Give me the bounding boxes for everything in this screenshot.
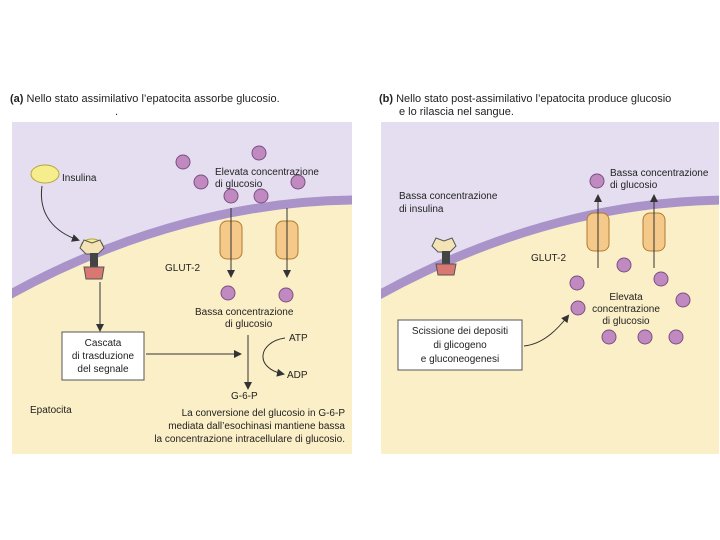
- insulin-molecule-icon: [30, 164, 60, 184]
- cell-label-a: Epatocita: [30, 405, 72, 416]
- glucose-molecule: [601, 329, 617, 345]
- glucose-inside-b: [569, 257, 691, 345]
- panel-a: Insulina Elevata concentrazione di gluco…: [12, 122, 352, 454]
- deposits-line-2: di glicogeno: [433, 340, 487, 351]
- glucose-molecule: [251, 145, 267, 161]
- glucose-molecule: [223, 188, 239, 204]
- low-insulin-label-line-2: di insulina: [399, 204, 444, 215]
- deposits-line-3: e gluconeogenesi: [421, 354, 499, 365]
- glucose-production-arrow: [523, 314, 570, 347]
- adp-label: ADP: [287, 370, 308, 381]
- panel-b-title-line-1: Nello stato post-assimilativo l’epatocit…: [396, 93, 672, 105]
- high-glucose-label-b-line-2: concentrazione: [592, 304, 660, 315]
- membrane-b: [381, 195, 719, 300]
- low-glucose-label-b-line-2: di glucosio: [610, 180, 658, 191]
- low-glucose-label-b-line-1: Bassa concentrazione: [610, 168, 709, 179]
- glucose-molecule: [653, 271, 669, 287]
- cascade-line-2: di trasduzione: [72, 351, 135, 362]
- glucose-molecule: [637, 329, 653, 345]
- caption-line-1: La conversione del glucosio in G-6-P: [182, 408, 346, 419]
- glucose-molecule: [668, 329, 684, 345]
- glucose-molecule: [569, 275, 585, 291]
- glucose-molecule: [175, 154, 191, 170]
- caption-line-2: mediata dall’esochinasi mantiene bassa: [168, 421, 345, 432]
- low-insulin-label-line-1: Bassa concentrazione: [399, 191, 498, 202]
- glucose-molecule: [675, 292, 691, 308]
- panel-a-tag: (a): [10, 93, 24, 105]
- panel-b-tag: (b): [379, 93, 394, 105]
- glucose-molecule: [570, 300, 586, 316]
- insulin-label: Insulina: [62, 173, 97, 184]
- insulin-receptor-icon: [431, 237, 457, 276]
- glut2-label-a: GLUT-2: [165, 263, 200, 274]
- deposits-line-1: Scissione dei depositi: [412, 326, 508, 337]
- panel-b-title-line-2: e lo rilascia nel sangue.: [399, 106, 514, 118]
- glucose-outside-a: [175, 145, 306, 204]
- high-glucose-label-b-line-3: di glucosio: [602, 316, 650, 327]
- caption-line-3: la concentrazione intracellulare di gluc…: [154, 434, 345, 445]
- glucose-molecule: [193, 174, 209, 190]
- glucose-molecule: [616, 257, 632, 273]
- panel-a-title-text: Nello stato assimilativo l’epatocita ass…: [26, 93, 280, 105]
- insulin-binding-arrow: [40, 185, 80, 242]
- glucose-molecule: [220, 285, 236, 301]
- panel-a-title: (a) Nello stato assimilativo l’epatocita…: [10, 93, 280, 105]
- cascade-line-1: Cascata: [85, 338, 122, 349]
- low-glucose-label-a-line-1: Bassa concentrazione: [195, 307, 294, 318]
- glucose-molecule: [253, 188, 269, 204]
- atp-label: ATP: [289, 333, 308, 344]
- membrane-a: [12, 195, 352, 299]
- glucose-molecule: [290, 174, 306, 190]
- high-glucose-label-a-line-1: Elevata concentrazione: [215, 167, 319, 178]
- cascade-line-3: del segnale: [77, 364, 129, 375]
- g6p-label: G-6-P: [231, 391, 258, 402]
- atp-to-adp-arrow: [262, 337, 286, 377]
- high-glucose-label-b-line-1: Elevata: [609, 292, 643, 303]
- glucose-molecule: [278, 287, 294, 303]
- glut2-label-b: GLUT-2: [531, 253, 566, 264]
- panel-a-subtitle: .: [115, 106, 119, 118]
- panel-b-title: (b) Nello stato post-assimilativo l’epat…: [379, 93, 671, 105]
- glucose-molecule: [589, 173, 605, 189]
- glycogen-breakdown-box: [397, 319, 523, 371]
- panel-b: Bassa concentrazione di glucosio Bassa c…: [381, 122, 719, 454]
- signal-cascade-box: [61, 331, 145, 381]
- insulin-receptor-icon: [79, 238, 105, 280]
- high-glucose-label-a-line-2: di glucosio: [215, 179, 263, 190]
- low-glucose-label-a-line-2: di glucosio: [225, 319, 273, 330]
